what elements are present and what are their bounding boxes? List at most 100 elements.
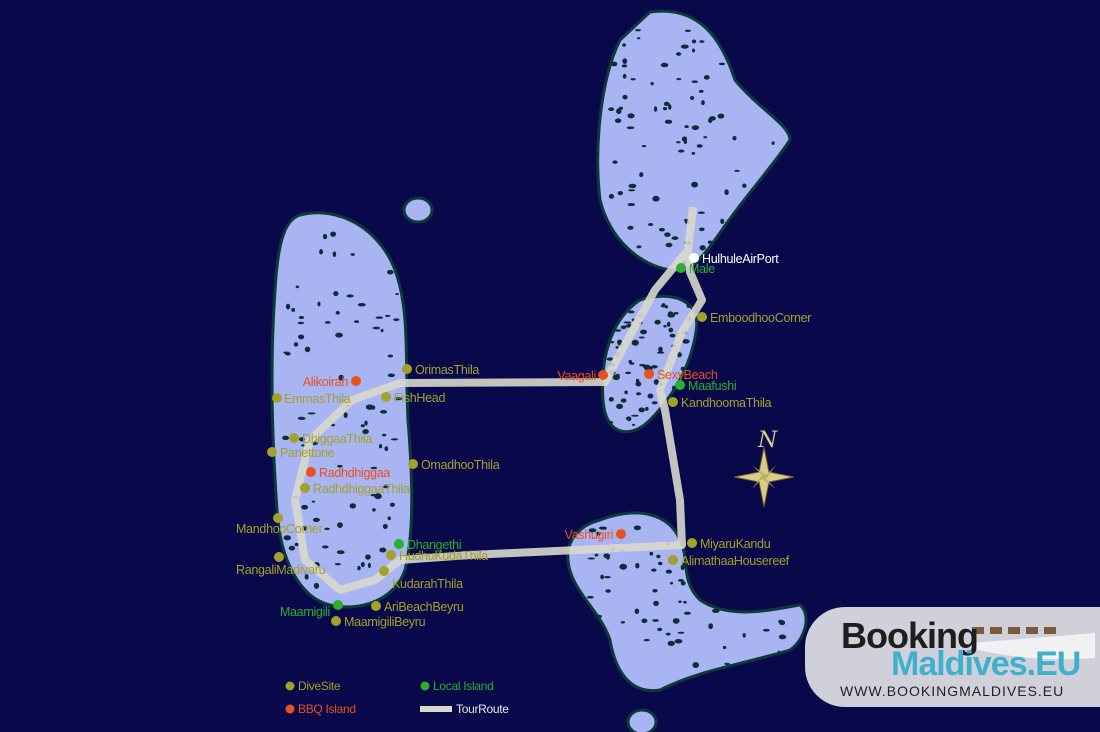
reef-dot: [313, 582, 320, 589]
reef-dot: [652, 195, 660, 202]
reef-dot: [684, 29, 691, 33]
reef-dot: [307, 412, 316, 415]
bbq-island[interactable]: Vaagali: [557, 369, 608, 383]
dive-site[interactable]: HudhuKudaThila: [386, 549, 489, 563]
reef-dot: [372, 508, 376, 512]
airport-marker[interactable]: HulhuleAirPort: [689, 252, 780, 266]
reef-dot: [689, 95, 695, 101]
reef-dot: [639, 363, 646, 367]
reef-dot: [372, 326, 381, 330]
reef-dot: [595, 531, 601, 536]
reef-dot: [390, 438, 399, 441]
svg-text:Maamigili: Maamigili: [280, 605, 330, 619]
reef-dot: [594, 553, 599, 557]
reef-dot: [631, 414, 639, 417]
reef-dot: [650, 81, 654, 86]
rasdhoo-atoll: [402, 196, 434, 224]
reef-dot: [680, 366, 685, 371]
reef-dot: [608, 396, 614, 402]
bbq-island[interactable]: Alikoirah: [303, 375, 361, 389]
reef-dot: [626, 126, 635, 130]
reef-dot: [692, 48, 696, 53]
dive-site[interactable]: MandhooCorner: [236, 513, 323, 536]
reef-dot: [665, 569, 672, 574]
reef-dot: [696, 144, 703, 148]
compass-rose-icon: N: [733, 428, 795, 508]
reef-dot: [387, 516, 391, 521]
svg-text:EmmasThila: EmmasThila: [284, 392, 351, 406]
reef-dot: [295, 285, 300, 289]
reef-dot: [635, 562, 640, 569]
local-island[interactable]: Maamigili: [280, 600, 343, 619]
local-island[interactable]: Dhangethi: [394, 538, 462, 552]
legend-local-icon: [420, 681, 430, 691]
reef-dot: [336, 550, 345, 555]
svg-text:Dhangethi: Dhangethi: [407, 538, 461, 552]
reef-dot: [304, 346, 311, 353]
svg-text:MiyaruKandu: MiyaruKandu: [700, 537, 771, 551]
reef-dot: [360, 424, 365, 428]
reef-dot: [614, 118, 622, 123]
local-island-markers: Male Maafushi Dhangethi Maamigili: [280, 262, 737, 619]
reef-dot: [333, 291, 339, 297]
felidhoo-atoll: [566, 511, 808, 693]
reef-dot: [663, 101, 670, 106]
reef-dot: [778, 619, 784, 624]
svg-text:HulhuleAirPort: HulhuleAirPort: [702, 252, 779, 266]
dive-site[interactable]: OrimasThila: [402, 363, 480, 377]
reef-dot: [324, 527, 330, 531]
reef-dot: [598, 526, 607, 530]
reef-dot: [629, 362, 635, 365]
booking-maldives-logo[interactable]: Booking Maldives.EU WWW.BOOKINGMALDIVES.…: [805, 607, 1100, 707]
bbq-island[interactable]: Radhdhiggaa: [306, 466, 391, 480]
reef-dot: [636, 245, 642, 249]
dive-site[interactable]: EmboodhooCorner: [697, 311, 812, 325]
dive-site[interactable]: AlimathaaHousereef: [668, 554, 790, 568]
reef-dot: [641, 145, 647, 148]
reef-dot: [717, 113, 725, 119]
dive-site[interactable]: KandhoomaThila: [668, 396, 772, 410]
svg-text:KandhoomaThila: KandhoomaThila: [681, 396, 772, 410]
reef-dot: [675, 52, 682, 56]
dive-site[interactable]: RangaliMadivaru: [236, 552, 326, 577]
bbq-island[interactable]: Vashugiri: [565, 528, 626, 542]
reef-dot: [676, 352, 682, 358]
local-island[interactable]: Maafushi: [675, 379, 737, 393]
reef-dot: [669, 333, 676, 338]
reef-dot: [630, 78, 636, 81]
reef-dot: [778, 634, 787, 640]
bbq-island[interactable]: SexyBeach: [644, 368, 718, 382]
reef-dot: [606, 556, 610, 560]
reef-dot: [380, 328, 384, 333]
dive-site[interactable]: AriBeachBeyru: [371, 600, 464, 614]
dive-site[interactable]: RadhdhiggaaThila: [300, 482, 410, 496]
reef-dot: [657, 561, 663, 566]
reef-dot: [639, 172, 644, 178]
reef-dot: [622, 58, 628, 64]
reef-dot: [777, 650, 781, 656]
reef-dot: [691, 125, 700, 131]
reef-dot: [304, 574, 309, 580]
reef-dot: [622, 73, 627, 79]
dive-site[interactable]: EmmasThila: [272, 392, 351, 406]
dive-site[interactable]: OmadhooThila: [408, 458, 500, 472]
reef-dot: [653, 106, 658, 112]
svg-text:AriBeachBeyru: AriBeachBeyru: [384, 600, 464, 614]
legend-bbq-label: BBQ Island: [298, 702, 356, 716]
reef-dot: [634, 29, 642, 32]
svg-text:FishHead: FishHead: [394, 391, 445, 405]
dive-site[interactable]: MiyaruKandu: [687, 537, 771, 551]
reef-dot: [724, 189, 729, 196]
reef-dot: [616, 403, 624, 410]
reef-dot: [621, 64, 628, 68]
dive-site[interactable]: FishHead: [381, 391, 446, 405]
reef-dot: [662, 106, 668, 111]
dive-site[interactable]: Panettone: [267, 446, 335, 460]
dive-site[interactable]: MaamigiliBeyru: [331, 615, 426, 629]
dive-site[interactable]: DhiggaaThila: [289, 432, 373, 446]
reef-dot: [680, 44, 689, 49]
local-island[interactable]: Male: [676, 262, 716, 276]
reef-dot: [701, 100, 705, 106]
logo-url[interactable]: WWW.BOOKINGMALDIVES.EU: [840, 683, 1065, 699]
dive-site[interactable]: KudarahThila: [379, 566, 463, 591]
